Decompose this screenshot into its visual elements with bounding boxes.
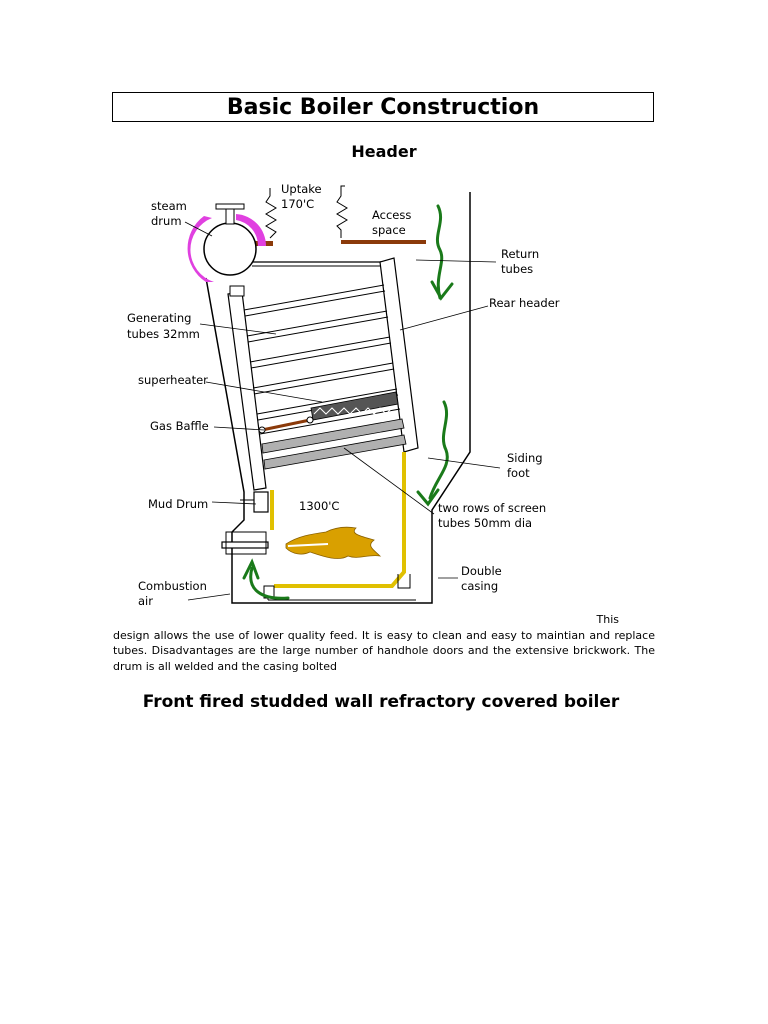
screen-tubes	[261, 418, 407, 470]
mud-drum	[240, 491, 269, 513]
diagram-heading: Header	[351, 142, 417, 161]
label-screen-1: two rows of screen	[438, 501, 546, 515]
label-rear-header: Rear header	[489, 296, 560, 310]
label-double-1: Double	[461, 564, 502, 578]
paragraph-lead: This	[596, 613, 619, 626]
boiler-casing	[205, 192, 471, 604]
title-box: Basic Boiler Construction	[112, 92, 654, 122]
paragraph-body: design allows the use of lower quality f…	[113, 628, 655, 673]
label-superheater: superheater	[138, 373, 208, 387]
label-steam-drum-2: drum	[151, 214, 182, 228]
generating-tubes	[243, 284, 401, 435]
label-screen-2: tubes 50mm dia	[438, 516, 532, 530]
superheater	[310, 391, 399, 421]
label-double-2: casing	[461, 579, 498, 593]
airflow-arrows	[242, 204, 454, 600]
label-return-2: tubes	[501, 262, 533, 276]
description-paragraph: This design allows the use of lower qual…	[113, 612, 655, 674]
label-mud-drum: Mud Drum	[148, 497, 208, 511]
label-generating-1: Generating	[127, 311, 191, 325]
label-generating-2: tubes 32mm	[127, 327, 200, 341]
steam-drum	[187, 203, 267, 282]
leader-lines	[184, 221, 501, 601]
label-siding-2: foot	[507, 466, 530, 480]
diagram-labels: steam drum Uptake 170'C Access space Ret…	[127, 182, 560, 608]
burner	[221, 531, 269, 555]
label-temperature: 1300'C	[299, 499, 339, 513]
label-combustion-1: Combustion	[138, 579, 207, 593]
label-gas-baffle: Gas Baffle	[150, 419, 209, 433]
label-steam-drum-1: steam	[151, 199, 187, 213]
furnace-walls	[270, 452, 406, 588]
gas-baffle	[258, 416, 314, 434]
label-uptake-2: 170'C	[281, 197, 314, 211]
label-siding-1: Siding	[507, 451, 543, 465]
document-title: Basic Boiler Construction	[226, 94, 540, 120]
flame	[285, 526, 382, 559]
figure-caption: Front fired studded wall refractory cove…	[142, 692, 620, 712]
label-uptake-1: Uptake	[281, 182, 322, 196]
rear-header	[379, 257, 419, 453]
label-combustion-2: air	[138, 594, 153, 608]
label-return-1: Return	[501, 247, 539, 261]
label-access-1: Access	[372, 208, 411, 222]
front-header	[227, 285, 267, 491]
label-access-2: space	[372, 223, 406, 237]
